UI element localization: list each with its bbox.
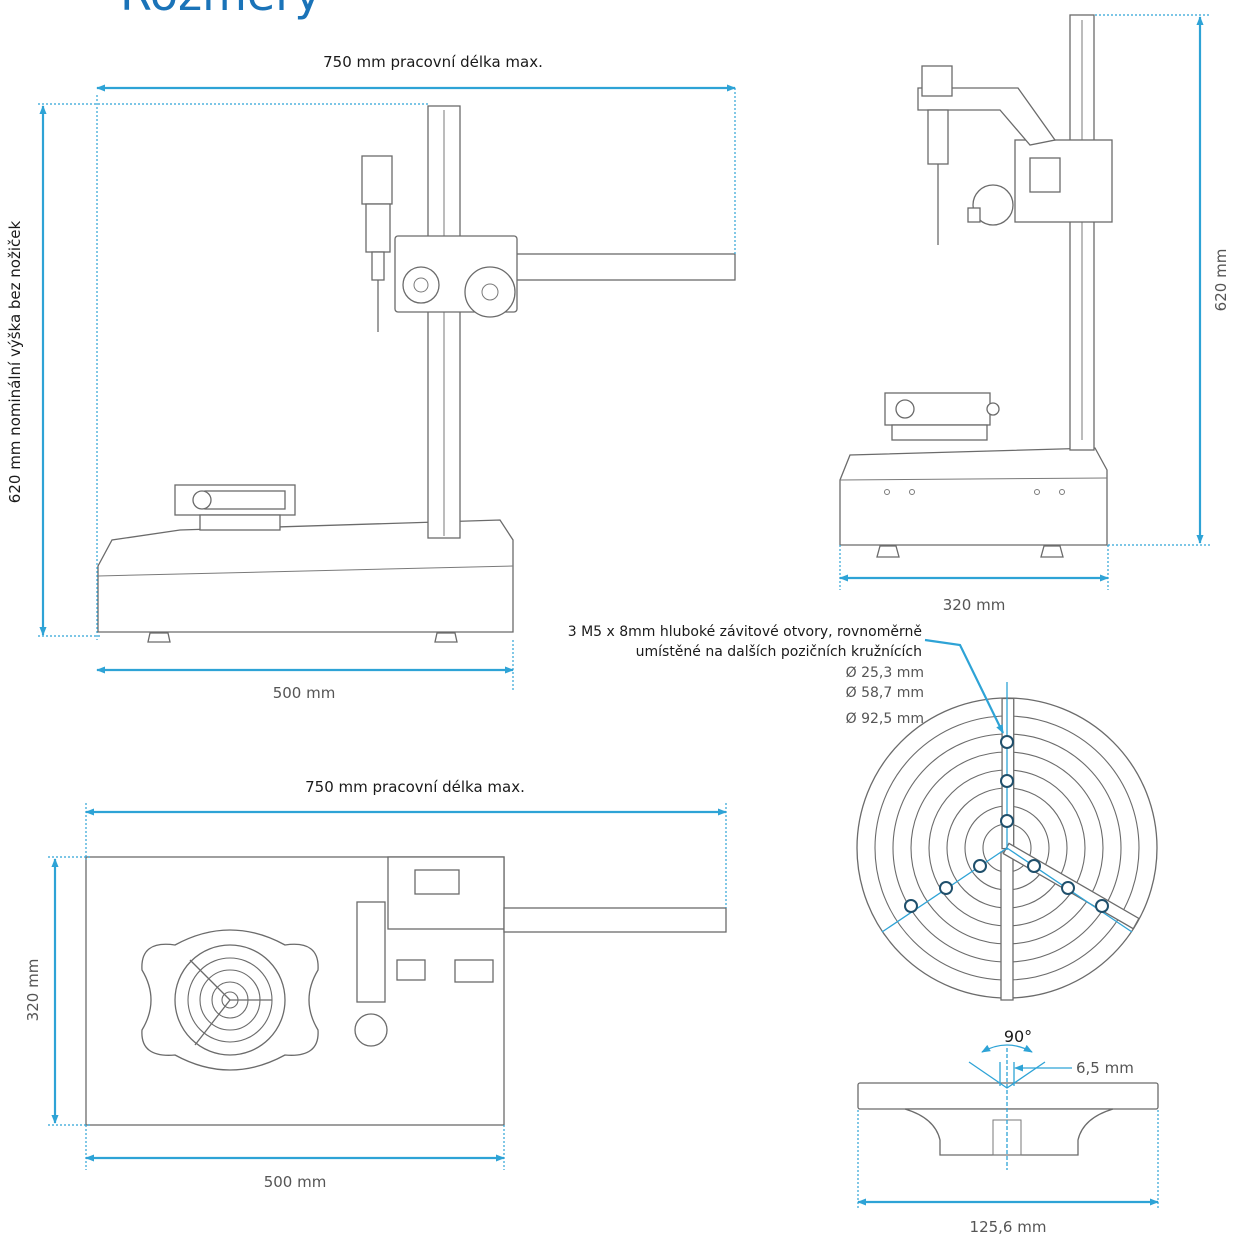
side-foot-right bbox=[1040, 545, 1064, 558]
front-probe-holder bbox=[371, 251, 385, 281]
chuck-threaded-hole bbox=[1061, 881, 1075, 895]
top-probe bbox=[356, 901, 386, 1003]
side-base-hole bbox=[1034, 489, 1040, 495]
front-probe-body bbox=[365, 203, 391, 253]
side-foot-left bbox=[876, 545, 900, 558]
chuck-detail bbox=[856, 638, 1158, 1001]
top-probe-wheel bbox=[354, 1013, 388, 1047]
top-arm bbox=[503, 907, 727, 933]
front-width-label: 750 mm pracovní délka max. bbox=[323, 53, 543, 71]
side-dimensions: 620 mm 320 mm bbox=[839, 14, 1230, 614]
front-base-label: 500 mm bbox=[273, 684, 336, 702]
side-table-base bbox=[891, 424, 988, 441]
chuck-diameter-2: Ø 58,7 mm bbox=[846, 685, 924, 701]
side-base-label: 320 mm bbox=[943, 596, 1006, 614]
side-base bbox=[839, 447, 1108, 546]
front-table-knob bbox=[192, 490, 212, 510]
top-dimensions: 750 mm pracovní délka max. 320 mm 500 mm bbox=[24, 778, 727, 1191]
chuck-threaded-hole bbox=[1000, 735, 1014, 749]
front-table-base bbox=[199, 514, 281, 531]
top-depth-label: 320 mm bbox=[24, 959, 42, 1022]
chuck-slot-label: 6,5 mm bbox=[1076, 1059, 1134, 1077]
top-knob-right bbox=[454, 959, 494, 983]
front-probe-head bbox=[361, 155, 393, 205]
chuck-diameter-3: Ø 92,5 mm bbox=[846, 711, 924, 727]
front-base-line bbox=[97, 565, 514, 577]
side-base-line bbox=[839, 477, 1108, 481]
chuck-note-line2: umístěné na dalších pozičních kružnících bbox=[636, 644, 922, 660]
side-carriage-window bbox=[1029, 157, 1061, 193]
side-height-label: 620 mm bbox=[1212, 249, 1230, 312]
chuck-threaded-hole bbox=[1095, 899, 1109, 913]
side-wheel-handle bbox=[967, 207, 981, 223]
front-carriage-wheel-left bbox=[402, 266, 440, 304]
top-base-label: 500 mm bbox=[264, 1173, 327, 1191]
front-rotary-window bbox=[204, 490, 286, 510]
top-carriage-window bbox=[414, 869, 460, 895]
chuck-side-view: 90° 6,5 mm 125,6 mm bbox=[857, 1027, 1159, 1236]
front-height-label: 620 mm nominální výška bez nožiček bbox=[6, 220, 24, 503]
front-carriage-wheel-right bbox=[464, 266, 516, 318]
page-heading-fragment: Rozměry bbox=[120, 0, 321, 21]
chuck-hole-leader bbox=[924, 638, 1004, 734]
front-foot-right bbox=[434, 632, 458, 643]
top-jaw bbox=[194, 999, 231, 1046]
side-table-knob-right bbox=[986, 402, 1000, 416]
chuck-angle-lines bbox=[968, 1061, 1046, 1089]
chuck-threaded-hole bbox=[1027, 859, 1041, 873]
chuck-angle-label: 90° bbox=[1004, 1027, 1032, 1046]
side-wheel bbox=[972, 184, 1014, 226]
side-base-hole bbox=[884, 489, 890, 495]
side-base-hole bbox=[1059, 489, 1065, 495]
side-base-hole bbox=[909, 489, 915, 495]
front-carriage-wheel-left-hub bbox=[413, 277, 429, 293]
chuck-width-label: 125,6 mm bbox=[970, 1218, 1047, 1236]
front-foot-left bbox=[147, 632, 171, 643]
front-view bbox=[97, 105, 736, 643]
front-arm bbox=[514, 253, 736, 281]
top-view bbox=[85, 856, 727, 1126]
chuck-threaded-hole bbox=[939, 881, 953, 895]
chuck-threaded-hole bbox=[1000, 814, 1014, 828]
side-probe-head bbox=[921, 65, 953, 97]
chuck-note-line1: 3 M5 x 8mm hluboké závitové otvory, rovn… bbox=[568, 624, 922, 640]
chuck-diameter-1: Ø 25,3 mm bbox=[846, 665, 924, 681]
front-carriage-wheel-right-hub bbox=[481, 283, 499, 301]
chuck-threaded-hole bbox=[1000, 774, 1014, 788]
side-probe-arm bbox=[917, 87, 1057, 146]
front-dimensions: 750 mm pracovní délka max. 620 mm nominá… bbox=[6, 53, 736, 702]
side-table-knob-left bbox=[895, 399, 915, 419]
front-base bbox=[97, 519, 514, 633]
chuck-side-foot bbox=[904, 1108, 1114, 1156]
chuck-threaded-hole bbox=[973, 859, 987, 873]
side-probe-body bbox=[927, 109, 949, 165]
chuck-labels: 3 M5 x 8mm hluboké závitové otvory, rovn… bbox=[568, 624, 924, 727]
chuck-angle-arc bbox=[981, 1044, 1033, 1053]
top-jaw bbox=[189, 959, 231, 1001]
top-knob-left bbox=[396, 959, 426, 981]
chuck-slot-bottom bbox=[1000, 851, 1014, 1001]
chuck-threaded-hole bbox=[904, 899, 918, 913]
side-view bbox=[839, 14, 1113, 558]
top-width-label: 750 mm pracovní délka max. bbox=[305, 778, 525, 796]
